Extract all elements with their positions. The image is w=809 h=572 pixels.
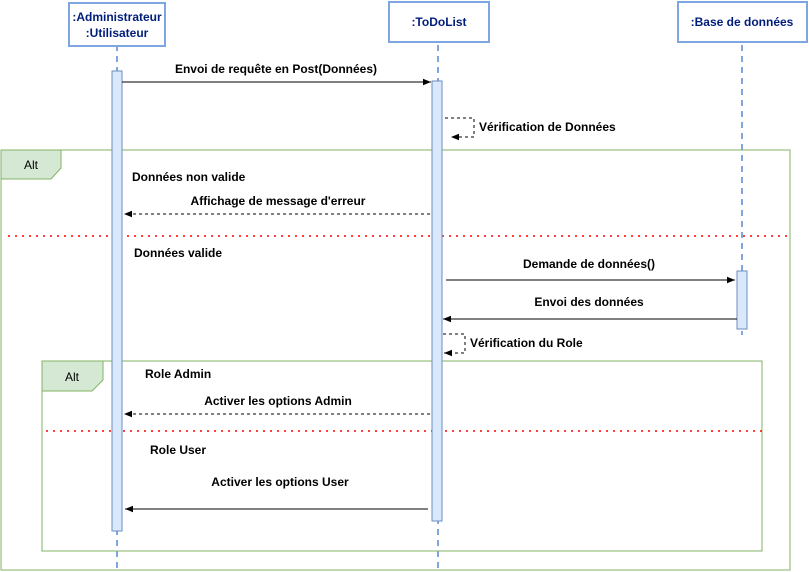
participant-db-name: :Base de données	[691, 15, 794, 29]
guard-role-user: Role User	[150, 443, 206, 457]
message-user-opts-label: Activer les options User	[211, 475, 349, 489]
guard-donnees-non-valide: Données non valide	[132, 170, 246, 184]
alt-fragment-inner	[41, 360, 763, 552]
self-message-verif-role	[443, 333, 466, 357]
participant-todolist-box	[388, 1, 490, 43]
guard-donnees-valide: Données valide	[134, 246, 222, 260]
alt-fragment-outer	[0, 149, 791, 571]
participant-admin-line1: :Administrateur	[72, 10, 162, 24]
message-error-label: Affichage de message d'erreur	[191, 194, 366, 208]
message-admin-opts-label: Activer les options Admin	[204, 394, 352, 408]
message-demande-label: Demande de données()	[523, 257, 655, 271]
participant-admin-line2: :Utilisateur	[86, 26, 149, 40]
activation-admin	[111, 70, 123, 532]
activation-db	[736, 270, 748, 330]
self-message-verif-data-label: Vérification de Données	[479, 120, 616, 134]
message-envoi-label: Envoi des données	[534, 295, 644, 309]
alt-fragment-outer-tab	[0, 149, 62, 180]
self-message-verif-role-label: Vérification du Role	[470, 336, 583, 350]
participant-todolist-name: :ToDoList	[411, 15, 466, 29]
alt-fragment-outer-label: Alt	[24, 158, 39, 172]
guard-role-admin: Role Admin	[145, 367, 211, 381]
activation-todolist	[431, 80, 443, 522]
alt-fragment-inner-label: Alt	[65, 370, 80, 384]
message-post-label: Envoi de requête en Post(Données)	[175, 62, 377, 76]
alt-fragment-inner-tab	[41, 360, 104, 392]
participant-admin-box	[68, 2, 166, 47]
self-message-verif-data	[445, 117, 475, 141]
participant-db-box	[677, 1, 808, 43]
